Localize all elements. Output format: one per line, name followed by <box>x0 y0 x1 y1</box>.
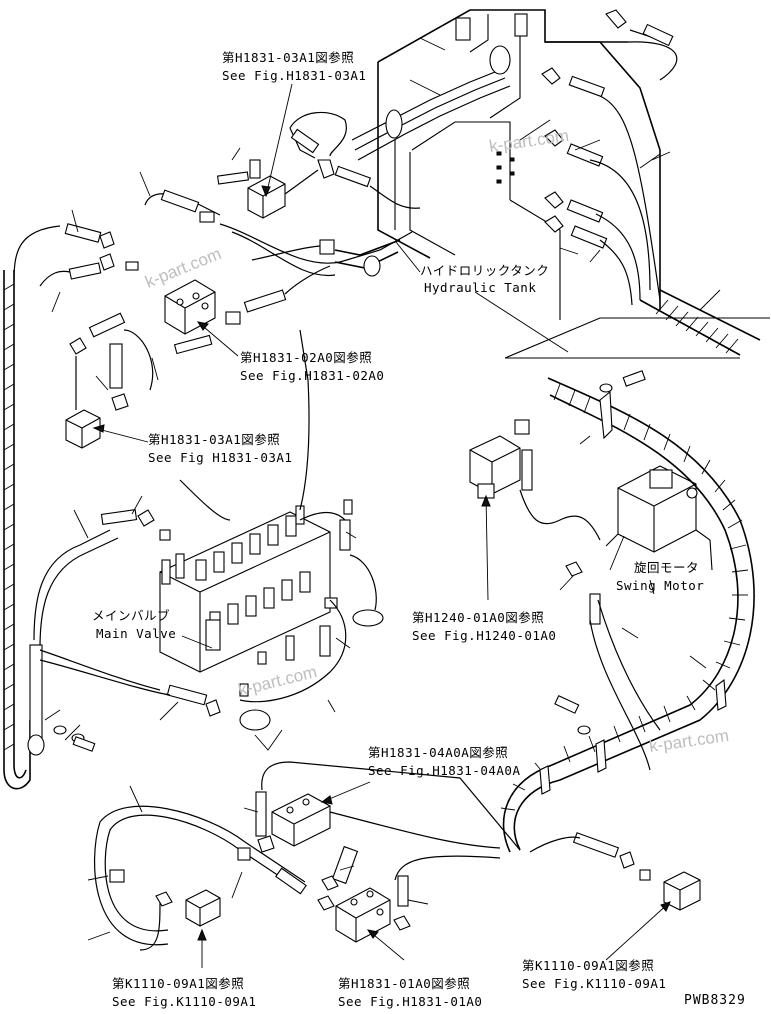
ref-en-text: See Fig H1831-03A1 <box>148 450 292 465</box>
upper-left-piping <box>13 111 421 449</box>
label-hydraulic-tank: ハイドロリックタンク Hydraulic Tank <box>420 263 549 295</box>
valve-spools <box>195 515 311 633</box>
label-ref-h1831-03a1-top: 第H1831-03A1図参照 See Fig.H1831-03A1 <box>222 50 366 83</box>
hydraulic-tank-jp: ハイドロリックタンク <box>420 263 549 278</box>
watermark-text: k-part.com <box>236 662 319 700</box>
ref-jp-text: 第K1110-09A1図参照 <box>112 976 244 991</box>
label-main-valve: メインバルブ Main Valve <box>92 608 176 641</box>
label-ref-h1831-03a1-left: 第H1831-03A1図参照 See Fig H1831-03A1 <box>148 432 292 465</box>
ref-jp-text: 第H1240-01A0図参照 <box>412 610 544 625</box>
label-ref-k1110-09a1-left: 第K1110-09A1図参照 See Fig.K1110-09A1 <box>112 976 256 1009</box>
bottom-piping <box>93 761 701 951</box>
ref-en-text: See Fig.K1110-09A1 <box>112 994 256 1009</box>
label-ref-h1831-01a0: 第H1831-01A0図参照 See Fig.H1831-01A0 <box>338 976 482 1009</box>
main-valve-drawing <box>39 329 384 751</box>
drawing-code: PWB8329 <box>684 993 746 1008</box>
label-ref-h1831-02a0: 第H1831-02A0図参照 See Fig.H1831-02A0 <box>240 350 384 383</box>
ref-jp-text: 第H1831-04A0A図参照 <box>368 745 508 760</box>
hydraulic-tank-drawing <box>351 9 770 359</box>
reference-leaders <box>92 83 671 968</box>
watermark-text: k-part.com <box>142 244 224 292</box>
ref-jp-text: 第H1831-01A0図参照 <box>338 976 470 991</box>
spiral-wrap-right-long <box>500 383 749 811</box>
tank-leader-lines <box>409 37 671 263</box>
solenoid-block-drawing <box>469 419 601 541</box>
part-callout-ticks <box>51 147 707 941</box>
label-swing-motor: 旋回モータ Swing Motor <box>616 560 704 593</box>
swing-motor-en: Swing Motor <box>616 578 704 593</box>
ref-en-text: See Fig.H1831-04A0A <box>368 763 521 778</box>
ref-jp-text: 第K1110-09A1図参照 <box>522 958 654 973</box>
right-long-hose <box>500 370 755 853</box>
main-valve-jp: メインバルブ <box>92 608 170 623</box>
ref-en-text: See Fig.H1831-01A0 <box>338 994 482 1009</box>
tank-right-fittings <box>541 9 761 356</box>
ref-en-text: See Fig.H1831-02A0 <box>240 368 384 383</box>
left-long-hose <box>3 270 161 790</box>
label-ref-h1240-01a0: 第H1240-01A0図参照 See Fig.H1240-01A0 <box>412 610 556 643</box>
hydraulic-tank-en: Hydraulic Tank <box>424 280 536 295</box>
ref-jp-text: 第H1831-02A0図参照 <box>240 350 372 365</box>
swing-motor-jp: 旋回モータ <box>634 560 699 575</box>
ref-jp-text: 第H1831-03A1図参照 <box>222 50 354 65</box>
watermark-text: k-part.com <box>648 726 730 756</box>
ref-jp-text: 第H1831-03A1図参照 <box>148 432 280 447</box>
tank-ports <box>496 151 515 184</box>
ref-en-text: See Fig.H1831-03A1 <box>222 68 366 83</box>
watermark-text: k-part.com <box>488 126 570 156</box>
ref-en-text: See Fig.H1240-01A0 <box>412 628 556 643</box>
ref-en-text: See Fig.K1110-09A1 <box>522 976 666 991</box>
label-ref-h1831-04a0a: 第H1831-04A0A図参照 See Fig.H1831-04A0A <box>368 745 521 778</box>
main-valve-en: Main Valve <box>96 626 176 641</box>
spiral-wrap-right <box>655 299 739 354</box>
swing-motor-drawing <box>559 465 713 625</box>
label-ref-k1110-09a1-right: 第K1110-09A1図参照 See Fig.K1110-09A1 <box>522 958 666 991</box>
